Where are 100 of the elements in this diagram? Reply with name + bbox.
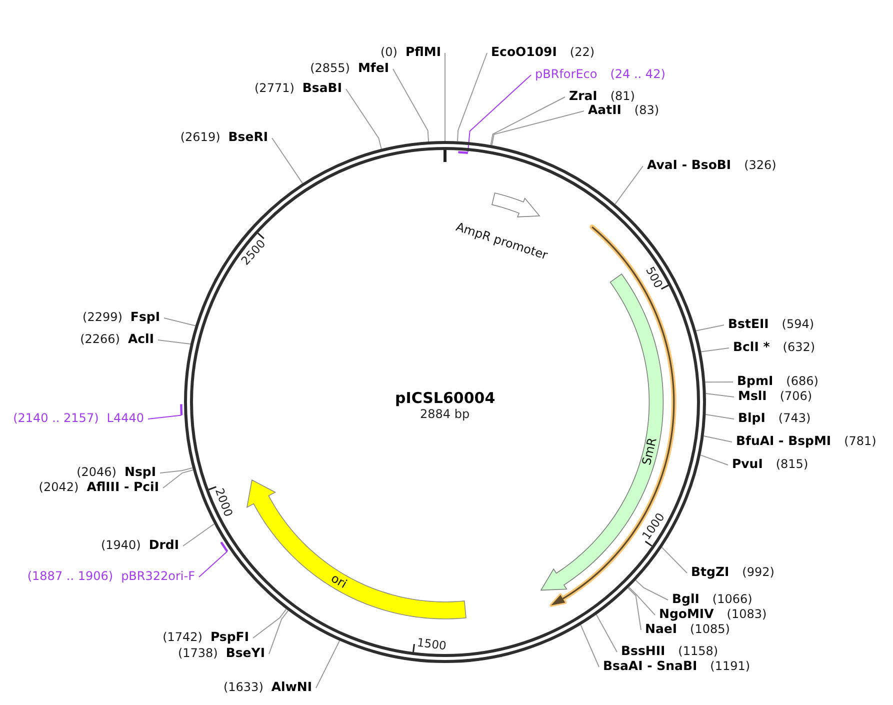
leader-line: [635, 580, 668, 600]
cut-position: (1633): [223, 680, 264, 694]
enzyme-name: BsaBI: [302, 81, 342, 95]
leader-line: [272, 138, 304, 184]
leader-line: [705, 414, 734, 420]
enzyme-name: BpmI: [737, 374, 774, 388]
cut-position: (1738): [178, 646, 218, 660]
leader-line: [160, 467, 193, 474]
cut-position: (81): [610, 89, 635, 103]
leader-line: [148, 414, 182, 420]
enzyme-name: BfuAI - BspMI: [736, 434, 832, 448]
leader-line: [444, 52, 446, 142]
primer-range: (2140 .. 2157): [13, 411, 99, 425]
enzyme-name: BlpI: [738, 411, 766, 425]
primer-mark: [456, 151, 470, 154]
leader-line: [164, 318, 196, 326]
enzyme-name: PflMI: [405, 45, 441, 59]
primer-name: pBR322ori-F: [121, 569, 195, 583]
tick-label: 1500: [416, 636, 448, 653]
cut-position: (2771): [254, 81, 294, 95]
cut-position: (83): [634, 103, 660, 117]
cut-position: (594): [782, 317, 814, 331]
primer-mark: [180, 403, 183, 416]
enzyme-name: BseRI: [228, 130, 268, 144]
primer-range: (24 .. 42): [610, 67, 666, 81]
cut-position: (686): [786, 374, 818, 388]
enzyme-name: EcoO109I: [491, 45, 557, 59]
cut-position: (781): [844, 434, 876, 448]
leader-line: [252, 608, 287, 638]
cut-position: (1742): [162, 630, 202, 644]
cut-position: (706): [780, 389, 812, 403]
plasmid-length: 2884 bp: [420, 406, 470, 422]
cut-position: (743): [778, 411, 811, 425]
cut-position: (1191): [710, 659, 750, 673]
cut-position: (1085): [690, 622, 730, 636]
leader-line: [614, 166, 644, 205]
leader-line: [467, 74, 532, 152]
primer-name: pBRforEco: [535, 67, 598, 81]
enzyme-name: BtgZI: [691, 565, 730, 579]
enzyme-name: BseYI: [226, 646, 265, 660]
cut-position: (1158): [678, 644, 718, 658]
cut-position: (2042): [38, 480, 79, 494]
plasmid-name: pICSL60004: [395, 389, 496, 407]
cut-position: (2299): [82, 310, 122, 324]
enzyme-name: BglI: [672, 592, 700, 606]
cut-position: (2266): [80, 332, 120, 346]
enzyme-name: PspFI: [210, 630, 249, 644]
cut-position: (992): [742, 565, 774, 579]
cut-position: (2619): [180, 130, 220, 144]
enzyme-name: AatII: [588, 103, 622, 117]
enzyme-name: AclI: [128, 332, 154, 346]
cut-position: (326): [744, 158, 776, 172]
primer-mark: [220, 541, 228, 553]
enzyme-name: ZraI: [569, 89, 598, 103]
leader-line: [628, 587, 642, 630]
cut-position: (815): [776, 457, 808, 471]
leader-line: [628, 586, 656, 616]
tick-label: 500: [642, 264, 664, 290]
leader-line: [596, 614, 618, 652]
leader-line: [490, 96, 566, 146]
enzyme-name: MslI: [738, 389, 767, 403]
leader-line: [316, 640, 340, 688]
leader-line: [661, 546, 688, 574]
leader-line: [696, 324, 724, 332]
cut-position: (2046): [76, 465, 116, 479]
enzyme-name: NspI: [124, 465, 156, 479]
leader-line: [268, 610, 289, 654]
leader-line: [346, 88, 382, 150]
leader-line: [700, 348, 730, 352]
leader-line: [705, 392, 734, 398]
feature-label: SmR: [639, 436, 660, 466]
enzyme-name: AflIII - PciI: [86, 480, 159, 494]
leader-line: [580, 624, 600, 668]
enzyme-name: AlwNI: [271, 680, 312, 694]
cut-position: (0): [380, 45, 398, 59]
cut-position: (1083): [726, 607, 767, 621]
cut-position: (1940): [100, 538, 141, 552]
cut-position: (632): [782, 340, 816, 354]
enzyme-name: BsaAI - SnaBI: [603, 659, 698, 673]
feature-label: ori: [328, 571, 350, 592]
enzyme-name: PvuI: [732, 457, 763, 471]
enzyme-name: NaeI: [645, 622, 678, 636]
leader-line: [198, 550, 228, 578]
enzyme-name: BclI *: [733, 340, 770, 354]
enzyme-name: DrdI: [148, 538, 179, 552]
leader-line: [491, 110, 584, 146]
primer-range: (1887 .. 1906): [27, 569, 114, 583]
tick-label: 2000: [212, 486, 236, 519]
leader-line: [457, 52, 488, 142]
leader-line: [182, 523, 215, 546]
leader-line: [392, 68, 430, 142]
enzyme-name: BstEII: [728, 317, 769, 331]
cut-position: (1066): [712, 592, 752, 606]
primer-name: L4440: [106, 411, 144, 425]
enzyme-name: MfeI: [358, 61, 389, 75]
leader-line: [158, 340, 192, 344]
enzyme-name: NgoMIV: [659, 607, 714, 621]
cut-position: (2855): [310, 61, 350, 75]
enzyme-name: BssHII: [621, 644, 666, 658]
cut-position: (22): [570, 45, 595, 59]
